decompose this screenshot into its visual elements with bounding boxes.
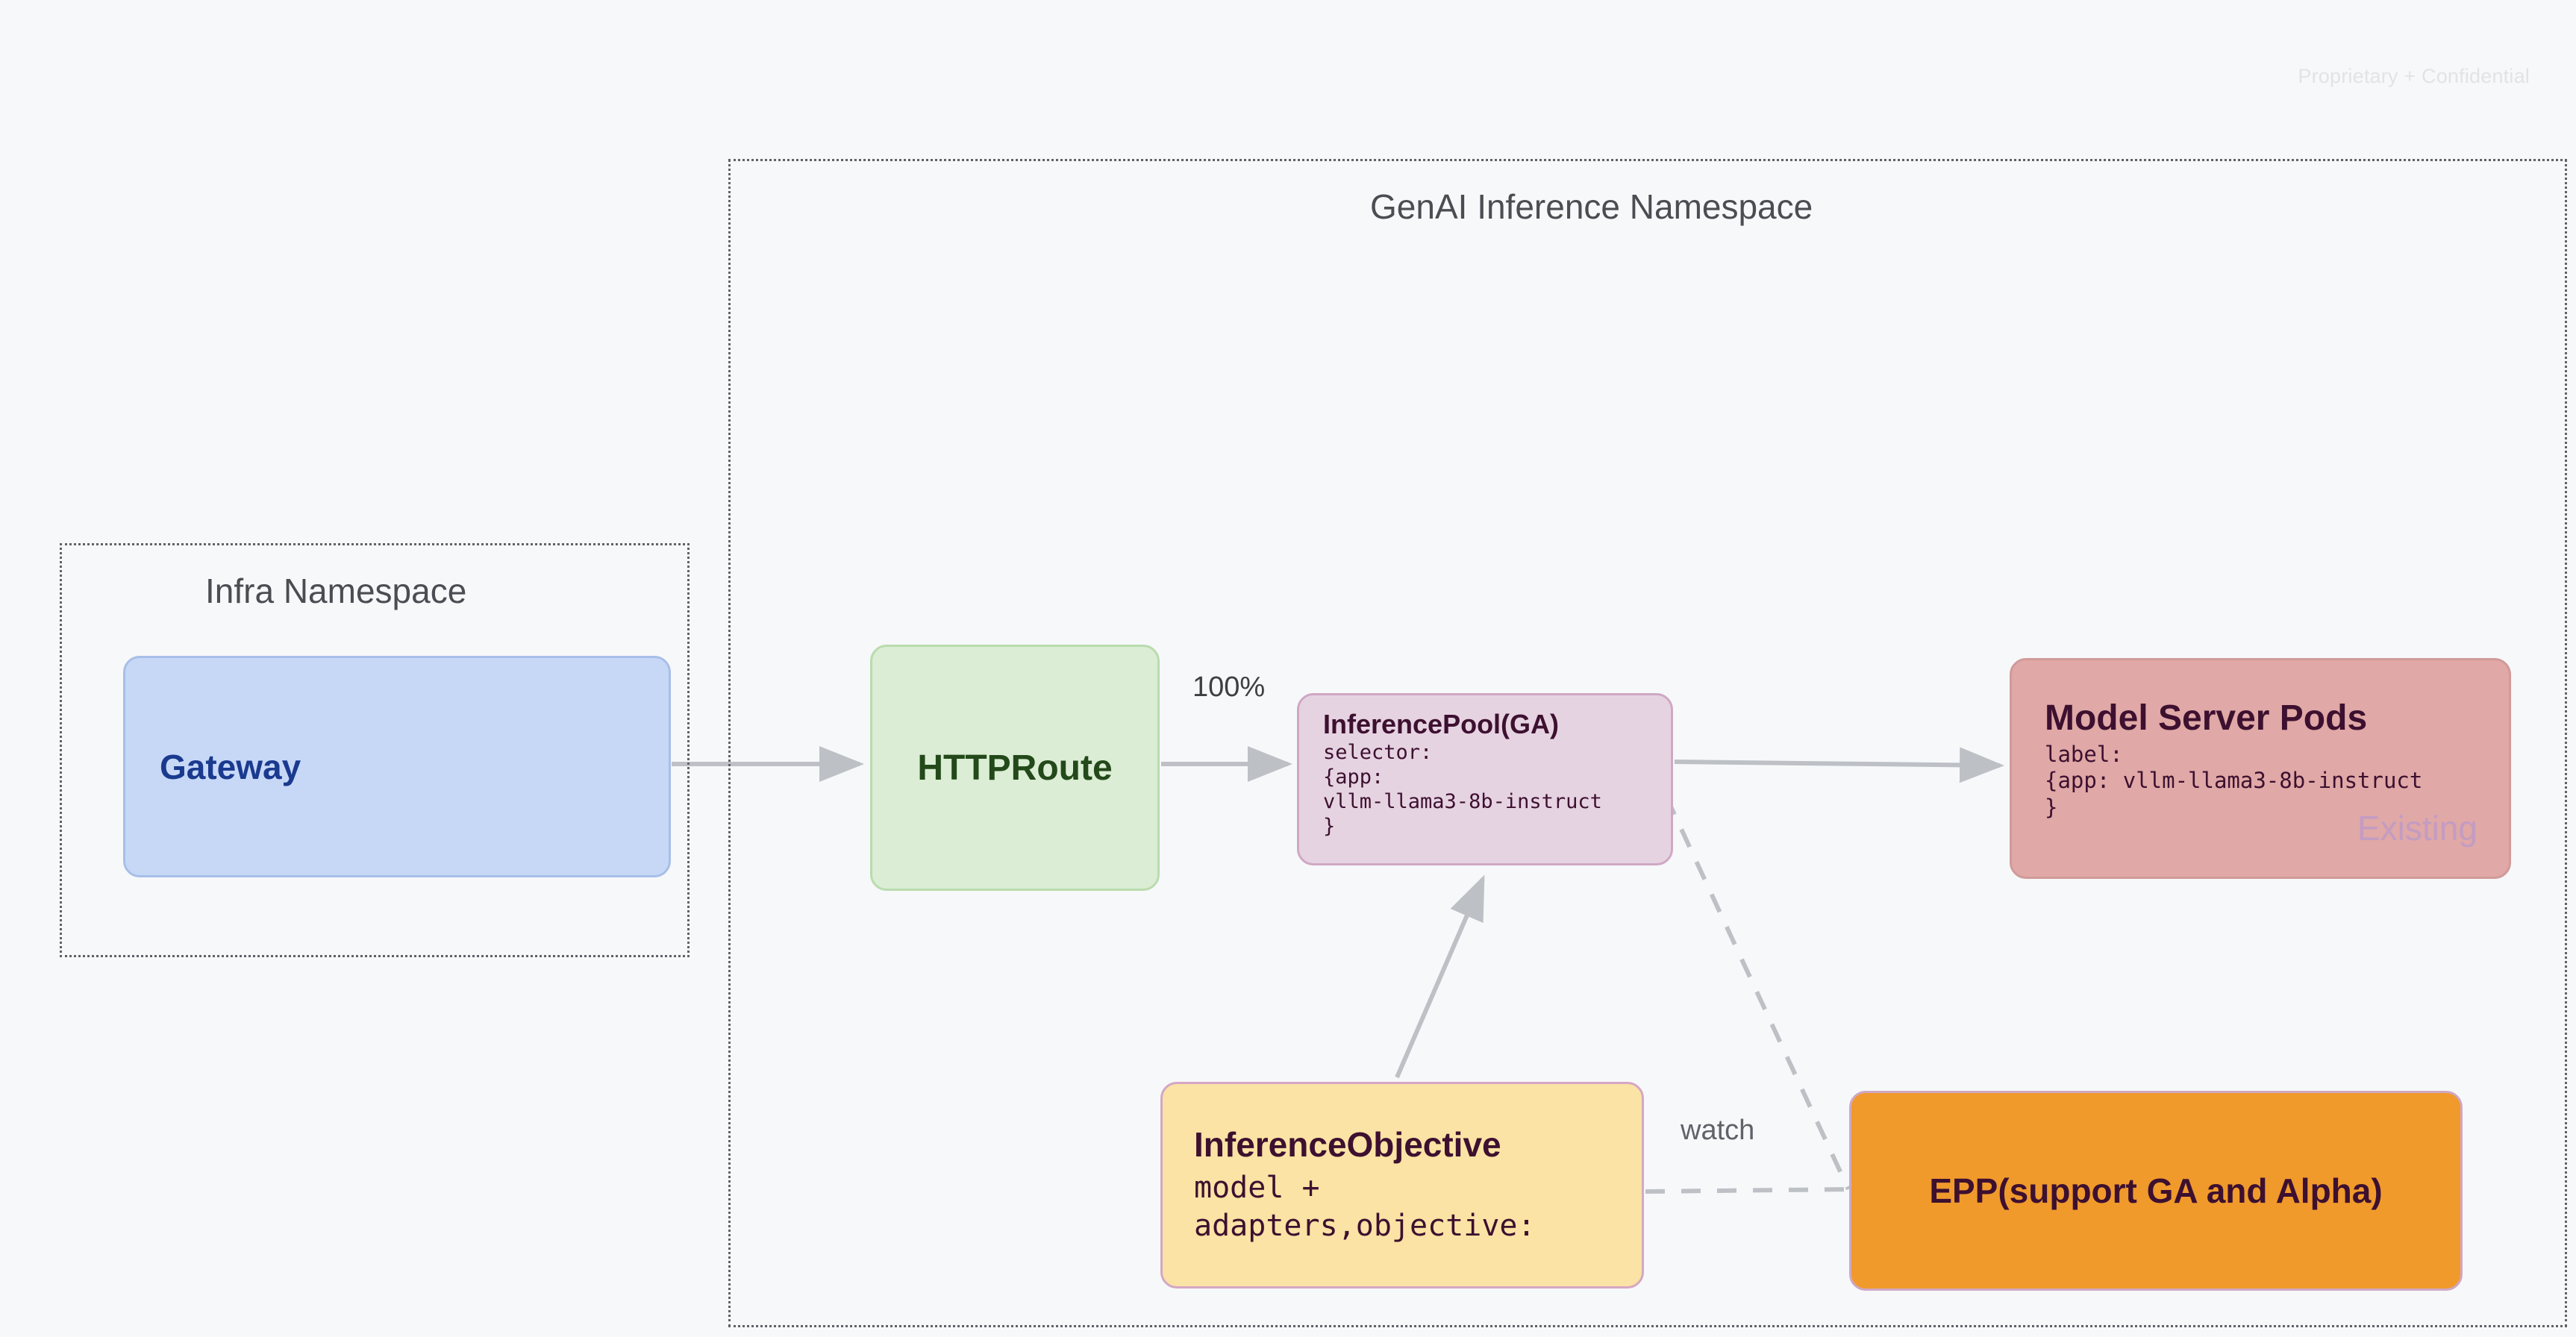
node-httproute-title: HTTPRoute [917, 748, 1113, 788]
confidentiality-watermark: Proprietary + Confidential [2298, 65, 2530, 87]
namespace-infra-title: Infra Namespace [205, 572, 467, 610]
node-model-server-pods-label: label: {app: vllm-llama3-8b-instruct } [2045, 741, 2423, 820]
node-inferenceobjective-spec: model + adapters,objective: [1194, 1170, 1536, 1243]
node-epp-title: EPP(support GA and Alpha) [1929, 1171, 2383, 1210]
existing-badge: Existing [2357, 809, 2477, 848]
node-inferencepool-title: InferencePool(GA) [1323, 709, 1560, 739]
node-inferenceobjective[interactable]: InferenceObjective model + adapters,obje… [1160, 1082, 1644, 1289]
node-model-server-pods-title: Model Server Pods [2045, 698, 2368, 738]
edge-label-traffic-weight: 100% [1192, 671, 1266, 703]
namespace-genai-inference-title: GenAI Inference Namespace [1370, 187, 1813, 226]
node-gateway-title: Gateway [160, 747, 301, 786]
node-gateway[interactable]: Gateway [123, 656, 671, 877]
namespace-genai-inference [728, 159, 2567, 1327]
node-inferenceobjective-title: InferenceObjective [1194, 1124, 1501, 1164]
node-inferencepool-selector: selector: {app: vllm-llama3-8b-instruct … [1323, 741, 1602, 839]
node-inferencepool[interactable]: InferencePool(GA) selector: {app: vllm-l… [1297, 693, 1673, 865]
edge-label-watch: watch [1681, 1115, 1755, 1146]
node-httproute[interactable]: HTTPRoute [870, 645, 1160, 891]
namespace-infra [60, 543, 690, 957]
node-epp[interactable]: EPP(support GA and Alpha) [1849, 1091, 2463, 1291]
node-model-server-pods[interactable]: Model Server Pods label: {app: vllm-llam… [2010, 658, 2511, 879]
